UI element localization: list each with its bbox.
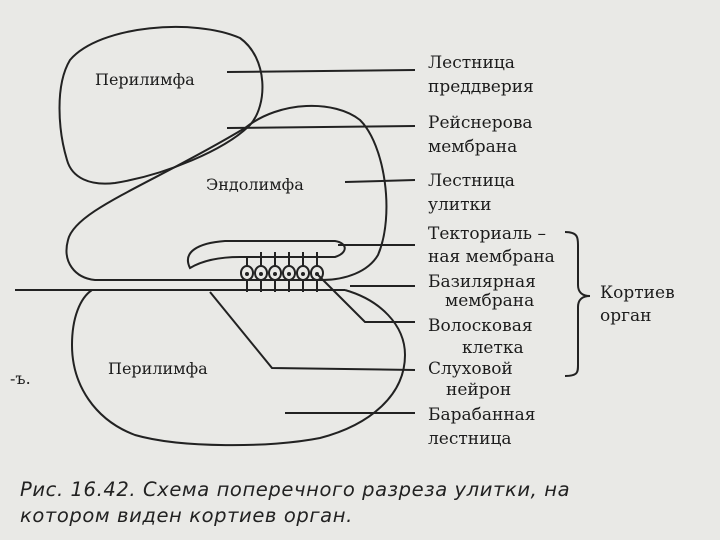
tectorial-membrane <box>187 240 346 270</box>
hair-cell <box>296 252 310 292</box>
perilymph-bottom-label: Перилимфа <box>108 359 208 378</box>
label-hair-cell-2: клетка <box>462 338 524 358</box>
label-hair-cell-1: Волосковая <box>428 316 533 336</box>
label-reissner-1: Рейснерова <box>428 113 533 133</box>
hair-cell <box>268 252 282 292</box>
label-neuron-2: нейрон <box>446 380 511 400</box>
figure-caption-line2: котором виден кортиев орган. <box>20 504 353 527</box>
label-basilar-2: мембрана <box>445 291 534 311</box>
scala-tympani-outline <box>70 289 407 447</box>
label-scala-media-1: Лестница <box>428 171 515 191</box>
perilymph-top-label: Перилимфа <box>95 70 195 89</box>
margin-mark: -ъ. <box>10 369 31 388</box>
hair-cell <box>254 252 268 292</box>
hair-cell <box>282 252 296 292</box>
label-scala-tympani-2: лестница <box>428 429 512 449</box>
label-scala-tympani-1: Барабанная <box>428 405 536 425</box>
label-corti-1: Кортиев <box>600 283 675 303</box>
label-neuron-1: Слуховой <box>428 359 513 379</box>
label-tectorial-2: ная мембрана <box>428 247 555 267</box>
hair-cell <box>240 257 254 292</box>
label-scala-media-2: улитки <box>428 195 492 215</box>
scala-vestibuli-outline <box>58 25 264 185</box>
label-tectorial-1: Текториаль – <box>428 224 546 244</box>
leader-lines <box>226 69 416 414</box>
auditory-neuron <box>209 291 416 371</box>
label-corti-2: орган <box>600 306 652 326</box>
label-basilar-1: Базилярная <box>428 272 536 292</box>
label-reissner-2: мембрана <box>428 137 517 157</box>
figure-caption-line1: Рис. 16.42. Схема поперечного разреза ул… <box>20 478 571 501</box>
endolymph-label: Эндолимфа <box>206 175 304 194</box>
label-scala-vestibuli-2: преддверия <box>428 77 534 97</box>
corti-bracket <box>564 231 591 377</box>
hair-cells <box>240 252 324 292</box>
label-scala-vestibuli-1: Лестница <box>428 53 515 73</box>
scala-media-outline <box>65 104 388 281</box>
